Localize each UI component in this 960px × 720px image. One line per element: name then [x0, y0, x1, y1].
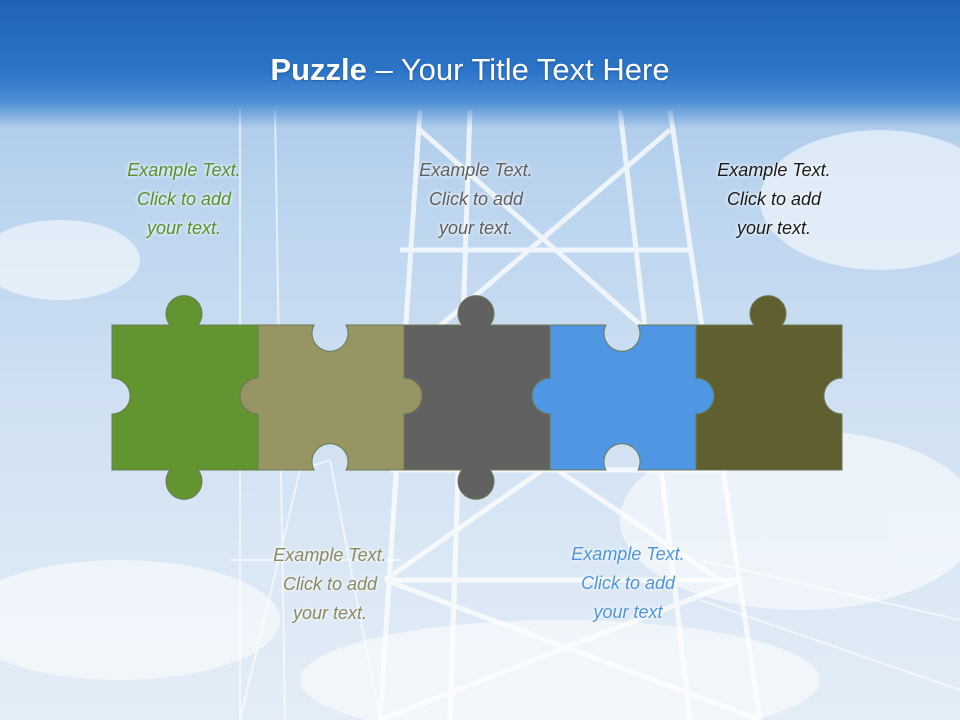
caption-green[interactable]: Example Text. Click to add your text. — [84, 156, 284, 243]
caption-line: Click to add — [282, 574, 378, 594]
caption-line: your text. — [736, 218, 812, 238]
caption-line: Example Text. — [273, 545, 387, 565]
caption-line: Click to add — [136, 189, 232, 209]
caption-line: your text — [593, 602, 663, 622]
caption-blue[interactable]: Example Text. Click to add your text — [528, 540, 728, 627]
caption-line: Click to add — [428, 189, 524, 209]
caption-olive[interactable]: Example Text. Click to add your text. — [674, 156, 874, 243]
caption-line: Example Text. — [127, 160, 241, 180]
puzzle-piece-gray[interactable] — [403, 295, 551, 500]
puzzle-piece-khaki[interactable] — [239, 324, 423, 471]
caption-line: Example Text. — [717, 160, 831, 180]
page-title: Puzzle – Your Title Text Here — [0, 50, 940, 90]
caption-line: your text. — [292, 603, 368, 623]
caption-line: your text. — [438, 218, 514, 238]
caption-line: Example Text. — [571, 544, 685, 564]
caption-line: Click to add — [726, 189, 822, 209]
caption-line: your text. — [146, 218, 222, 238]
puzzle-piece-blue[interactable] — [531, 324, 715, 471]
caption-gray[interactable]: Example Text. Click to add your text. — [376, 156, 576, 243]
puzzle-piece-green[interactable] — [111, 295, 259, 500]
title-band — [0, 0, 960, 128]
title-rest: – Your Title Text Here — [366, 52, 670, 87]
caption-khaki[interactable]: Example Text. Click to add your text. — [230, 541, 430, 628]
title-bold: Puzzle — [270, 52, 367, 87]
caption-line: Example Text. — [419, 160, 533, 180]
caption-line: Click to add — [580, 573, 676, 593]
